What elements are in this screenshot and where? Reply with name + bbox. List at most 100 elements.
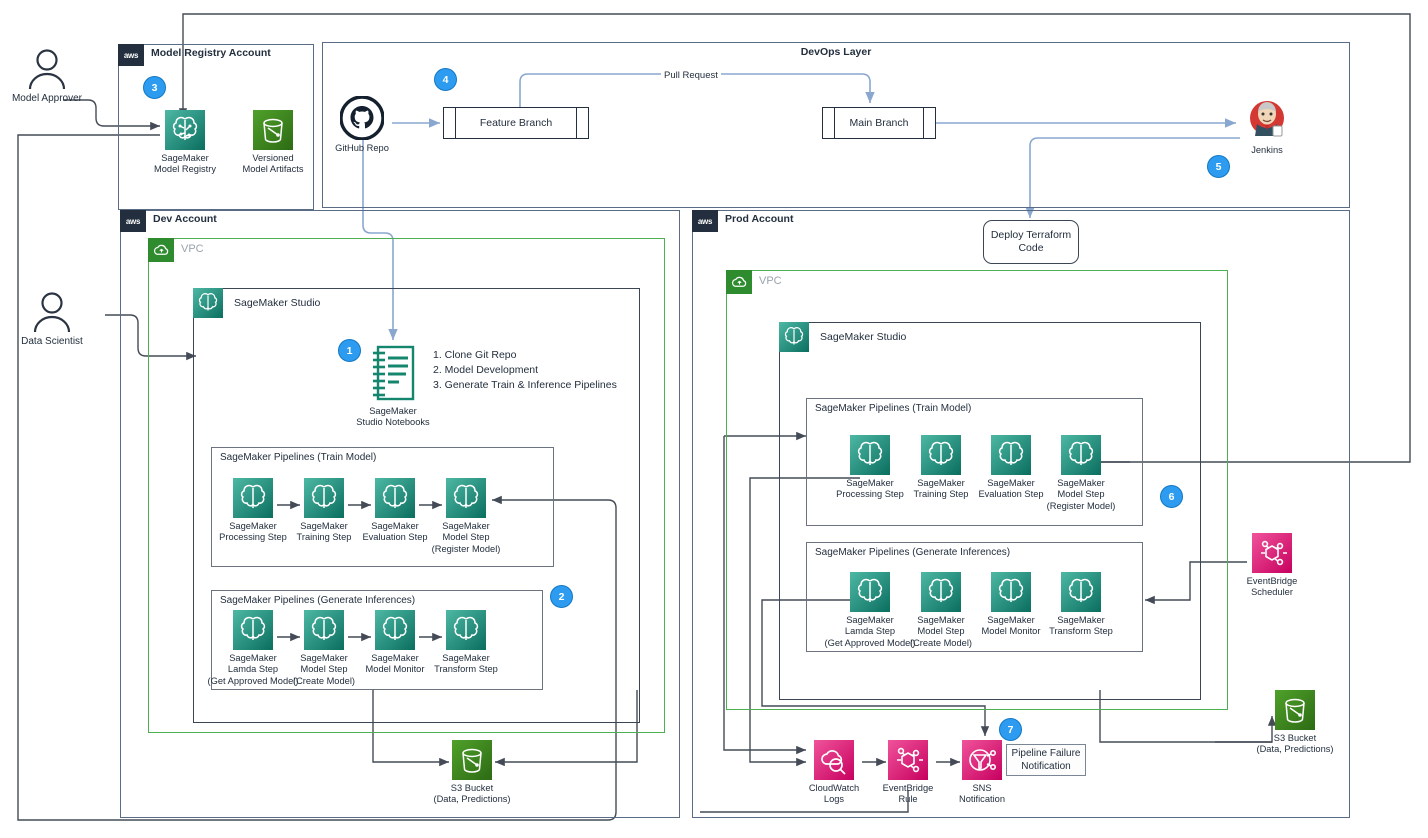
pipeline-step: SageMaker Evaluation Step: [963, 435, 1059, 501]
vpc-label: VPC: [181, 243, 204, 255]
eventbridge-icon: [888, 740, 928, 780]
sagemaker-icon: [193, 288, 223, 318]
node-jenkins: Jenkins: [1219, 98, 1315, 156]
vpc-cloud-icon: [148, 238, 174, 262]
node-caption: Versioned Model Artifacts: [242, 153, 304, 175]
step-caption: SageMaker Processing Step: [219, 521, 287, 543]
user-icon: [33, 292, 71, 333]
step-caption: SageMaker Training Step: [913, 478, 969, 500]
deploy-terraform-note: Deploy Terraform Code: [983, 220, 1079, 264]
account-title: Model Registry Account: [151, 47, 271, 59]
account-dev: aws Dev Account: [120, 210, 680, 818]
step-caption: SageMaker Model Step (Create Model): [292, 653, 355, 686]
node-caption: GitHub Repo: [335, 143, 389, 153]
dev-pipeline-generate-inferences: SageMaker Pipelines (Generate Inferences…: [211, 590, 543, 690]
account-model-registry: aws Model Registry Account: [118, 44, 314, 210]
notebook-steps-text: 1. Clone Git Repo 2. Model Development 3…: [433, 349, 617, 391]
dev-vpc: VPC: [148, 238, 665, 733]
sagemaker-icon: [1061, 572, 1101, 612]
step-badge-7: 7: [999, 718, 1022, 741]
sagemaker-icon: [1061, 435, 1101, 475]
vpc-label: VPC: [759, 275, 782, 287]
pipeline-step: SageMaker Model Step (Create Model): [893, 572, 989, 649]
sagemaker-icon: [446, 610, 486, 650]
node-dev-s3-bucket: S3 Bucket (Data, Predictions): [424, 740, 520, 806]
main-branch-box[interactable]: Main Branch: [822, 107, 936, 139]
pipeline-step: SageMaker Training Step: [276, 478, 372, 544]
sagemaker-icon: [304, 610, 344, 650]
node-caption: Jenkins: [1251, 145, 1283, 155]
pipeline-step: SageMaker Model Step (Register Model): [418, 478, 514, 555]
sagemaker-icon: [304, 478, 344, 518]
node-caption: EventBridge Scheduler: [1246, 576, 1298, 598]
sagemaker-icon: [233, 478, 273, 518]
sns-icon: [962, 740, 1002, 780]
pipeline-step: SageMaker Training Step: [893, 435, 989, 501]
node-cloudwatch-logs: CloudWatch Logs: [786, 740, 882, 806]
prod-pipeline-generate-inferences: SageMaker Pipelines (Generate Inferences…: [806, 542, 1143, 652]
account-prod: aws Prod Account: [692, 210, 1350, 818]
sagemaker-icon: [991, 572, 1031, 612]
notebook-icon: [373, 345, 415, 401]
step-badge-2: 2: [550, 585, 573, 608]
pipeline-step: SageMaker Transform Step: [418, 610, 514, 676]
eventbridge-icon: [1252, 533, 1292, 573]
node-eventbridge-scheduler: EventBridge Scheduler: [1224, 533, 1320, 599]
s3-bucket-icon: [1275, 690, 1315, 730]
node-sns-notification: SNS Notification: [934, 740, 1030, 806]
node-sagemaker-model-registry: SageMaker Model Registry: [137, 110, 233, 176]
step-caption: SageMaker Model Monitor: [981, 615, 1041, 637]
actor-label: Data Scientist: [21, 336, 83, 347]
actor-model-approver: Model Approver: [0, 47, 102, 104]
feature-branch-box[interactable]: Feature Branch: [443, 107, 589, 139]
node-caption: CloudWatch Logs: [808, 783, 860, 805]
step-badge-6: 6: [1160, 485, 1183, 508]
pipeline-title: SageMaker Pipelines (Train Model): [220, 452, 377, 463]
pipeline-title: SageMaker Pipelines (Train Model): [815, 403, 972, 414]
prod-pipeline-train-model: SageMaker Pipelines (Train Model): [806, 398, 1143, 526]
step-caption: SageMaker Lamda Step (Get Approved Model…: [824, 615, 916, 648]
prod-sagemaker-studio: SageMaker Studio: [779, 322, 1201, 700]
node-caption: SNS Notification: [959, 783, 1005, 805]
node-eventbridge-rule: EventBridge Rule: [860, 740, 956, 806]
actor-label: Model Approver: [11, 93, 83, 104]
sagemaker-icon: [921, 572, 961, 612]
aws-logo-icon: aws: [120, 210, 146, 232]
cloudwatch-icon: [814, 740, 854, 780]
prod-vpc: VPC: [726, 270, 1228, 710]
devops-layer: DevOps Layer: [322, 42, 1350, 208]
pipeline-title: SageMaker Pipelines (Generate Inferences…: [815, 547, 1011, 558]
studio-label: SageMaker Studio: [820, 331, 907, 343]
sagemaker-icon: [991, 435, 1031, 475]
sagemaker-icon: [850, 435, 890, 475]
step-badge-1: 1: [338, 339, 361, 362]
sagemaker-icon: [375, 610, 415, 650]
s3-bucket-icon: [253, 110, 293, 150]
node-caption: S3 Bucket (Data, Predictions): [433, 783, 511, 805]
pipeline-step: SageMaker Model Step (Register Model): [1033, 435, 1129, 512]
step-caption: SageMaker Transform Step: [1049, 615, 1113, 637]
node-prod-s3-bucket: S3 Bucket (Data, Predictions): [1247, 690, 1343, 756]
user-icon: [28, 49, 66, 90]
studio-label: SageMaker Studio: [234, 297, 321, 309]
pipeline-step: SageMaker Processing Step: [205, 478, 301, 544]
step-caption: SageMaker Model Step (Register Model): [431, 521, 501, 554]
step-badge-5: 5: [1207, 155, 1230, 178]
node-versioned-model-artifacts: Versioned Model Artifacts: [225, 110, 321, 176]
step-caption: SageMaker Evaluation Step: [362, 521, 428, 543]
step-caption: SageMaker Evaluation Step: [978, 478, 1044, 500]
account-title: Prod Account: [725, 213, 794, 225]
node-github-repo: GitHub Repo: [314, 96, 410, 154]
step-caption: SageMaker Processing Step: [836, 478, 904, 500]
sagemaker-icon: [375, 478, 415, 518]
pipeline-step: SageMaker Lamda Step (Get Approved Model…: [205, 610, 301, 687]
node-caption: S3 Bucket (Data, Predictions): [1256, 733, 1334, 755]
devops-title: DevOps Layer: [800, 46, 872, 58]
step-caption: SageMaker Transform Step: [434, 653, 498, 675]
pipeline-step: SageMaker Processing Step: [822, 435, 918, 501]
jenkins-icon: [1250, 101, 1284, 137]
sagemaker-icon: [446, 478, 486, 518]
account-title: Dev Account: [153, 213, 217, 225]
sagemaker-icon: [779, 322, 809, 352]
